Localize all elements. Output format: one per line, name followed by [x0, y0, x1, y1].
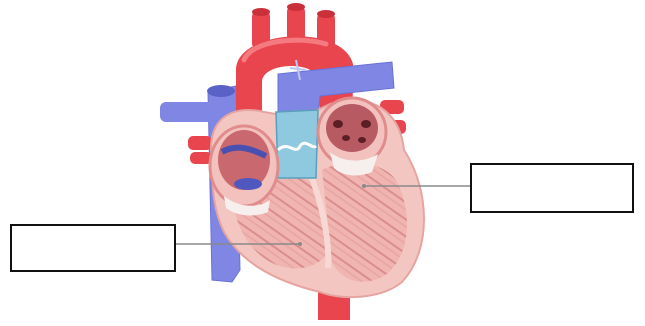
left-ventricle-muscle	[322, 163, 407, 282]
left-label-box[interactable]	[10, 224, 176, 272]
right-label-box[interactable]	[470, 163, 634, 213]
left-atrium-opening	[326, 104, 378, 152]
vena-cava-top-opening	[207, 85, 235, 97]
pulmonary-vein-left	[188, 136, 212, 150]
aortic-root	[276, 110, 318, 178]
pulmonary-artery-left-branch	[160, 102, 220, 122]
